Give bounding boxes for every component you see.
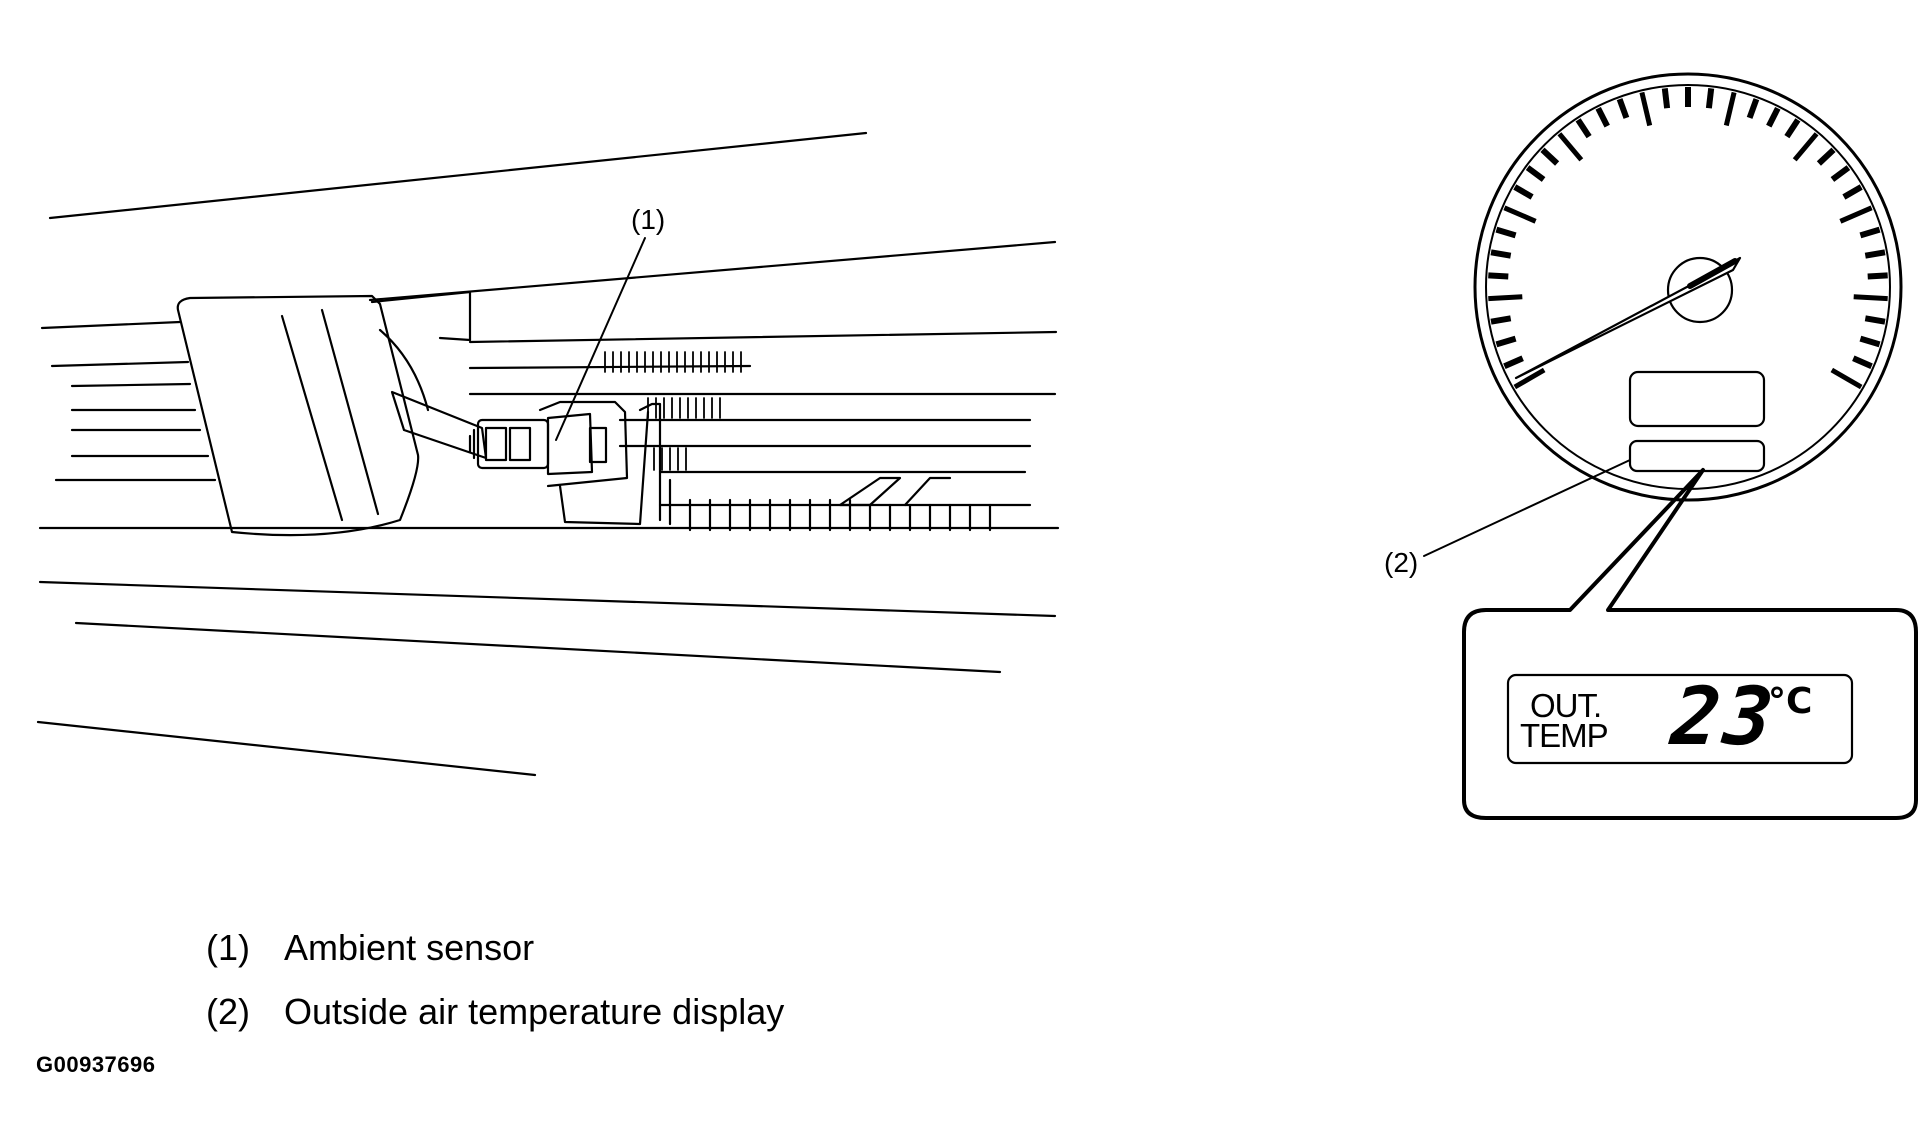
legend-item-ambient-sensor: (1) Ambient sensor — [206, 930, 534, 966]
gauge-tick-mark — [1575, 118, 1592, 139]
gauge-tick-mark — [1859, 226, 1881, 239]
gauge-tick-mark — [1525, 165, 1546, 182]
magnified-view-frame — [1462, 468, 1918, 820]
callout-label-temperature-display: (2) — [1384, 547, 1419, 578]
gauge-tick-mark — [1746, 98, 1760, 119]
legend-item-temperature-display: (2) Outside air temperature display — [206, 994, 784, 1030]
grille-slats — [604, 351, 742, 471]
gauge-tick-mark — [1495, 335, 1517, 348]
gauge-tick-mark — [1488, 294, 1523, 302]
gauge-tick-mark — [1490, 315, 1512, 325]
gauge-tick-mark — [1792, 132, 1819, 162]
lcd-label-out: OUT. — [1530, 687, 1602, 724]
bumper-grille-illustration — [36, 131, 1060, 777]
gauge-tick-mark — [1864, 315, 1886, 325]
lcd-temperature-digits: 23 — [1667, 670, 1782, 763]
gauge-tick-mark — [1540, 147, 1560, 166]
gauge-tick-mark — [1723, 91, 1737, 127]
figure-id: G00937696 — [36, 1052, 156, 1077]
gauge-tick-mark — [1830, 165, 1851, 182]
legend-number: (1) — [206, 927, 250, 968]
gauge-tick-mark — [1864, 249, 1886, 259]
gauge-tick-mark — [1503, 355, 1524, 369]
gauge-tick-mark — [1661, 88, 1671, 109]
legend-text: Outside air temperature display — [284, 991, 785, 1032]
gauge-tick-mark — [1766, 106, 1781, 128]
gauge-tick-mark — [1852, 355, 1873, 369]
gauge-tick-mark — [1557, 132, 1584, 162]
gauge-tick-mark — [1853, 294, 1888, 302]
lcd-label-temp: TEMP — [1520, 717, 1609, 754]
gauge-tick-mark — [1867, 272, 1888, 280]
gauge-tick-mark — [1830, 367, 1863, 390]
gauge-tick-mark — [1859, 335, 1881, 348]
gauge-tick-mark — [1842, 184, 1863, 200]
gauge-tick-mark — [1488, 272, 1509, 280]
gauge-tick-mark — [1495, 226, 1517, 239]
gauge-tick-mark — [1595, 106, 1610, 128]
gauge-tick-mark — [1639, 91, 1653, 127]
gauge-tick-mark — [1839, 205, 1873, 224]
leader-line-ambient-sensor — [555, 237, 646, 441]
gauge-tick-mark — [1616, 98, 1630, 119]
gauge-tick-mark — [1816, 147, 1836, 166]
combination-meter-gauge — [1473, 72, 1903, 502]
gauge-tick-mark — [1705, 88, 1715, 109]
gauge-tick-mark — [1784, 118, 1801, 139]
lcd-temperature-unit: °C — [1768, 681, 1813, 722]
gauge-tick-mark — [1513, 367, 1546, 390]
callout-label-ambient-sensor: (1) — [631, 204, 666, 235]
gauge-tick-mark — [1503, 205, 1537, 224]
leader-line-temperature-display — [1423, 459, 1631, 557]
legend-number: (2) — [206, 991, 250, 1032]
outside-air-temperature-display-window — [1628, 439, 1766, 473]
gauge-tick-mark — [1490, 249, 1512, 259]
gauge-tick-mark — [1513, 184, 1534, 200]
lcd-panel — [1506, 673, 1854, 765]
legend-text: Ambient sensor — [284, 927, 535, 968]
